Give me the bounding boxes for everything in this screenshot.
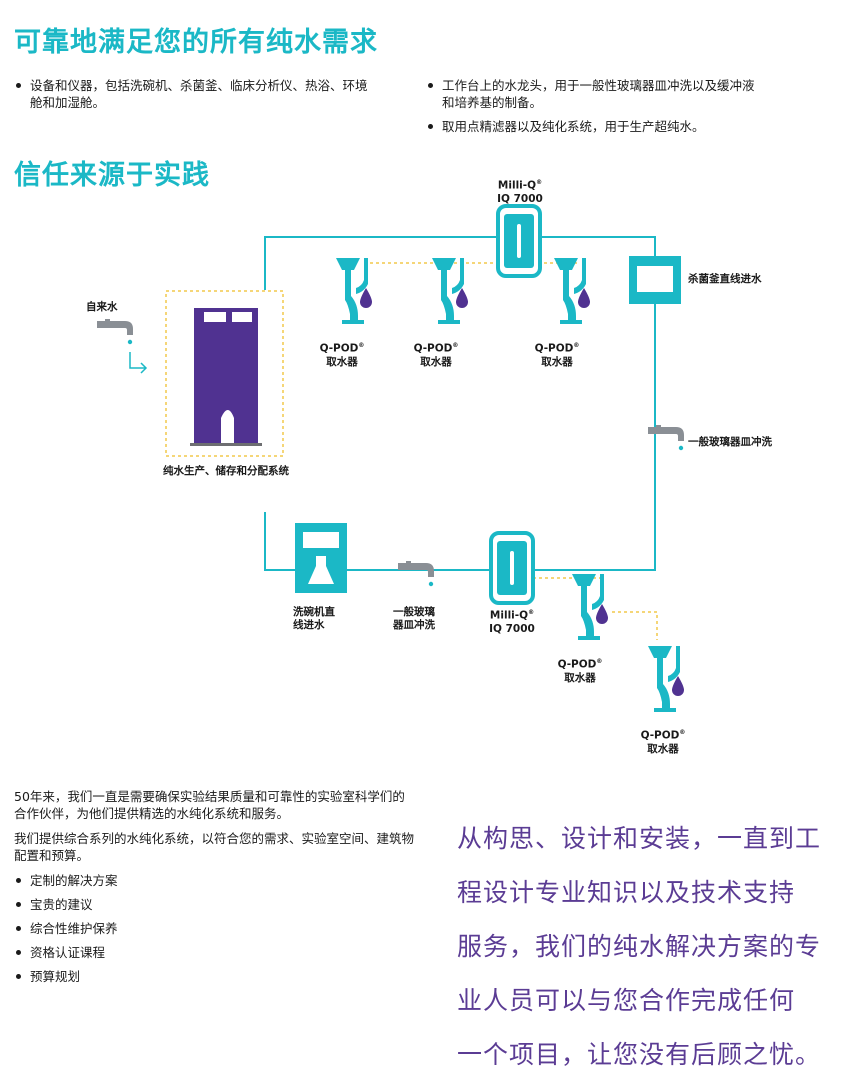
purification-system-icon [190,308,262,446]
milliq-top-label: Milli-Q® IQ 7000 [497,179,543,205]
body-paragraph: 我们提供综合系列的水纯化系统，以符合您的需求、实验室空间、建筑物配置和预算。 [14,831,415,863]
qpod-dispenser-icon [336,258,372,324]
tap-water-faucet-icon [97,319,133,345]
qpod-dispenser-icon [554,258,590,324]
glass-rinse-right-label: 一般玻璃器皿冲洗 [688,436,772,448]
qpod-dispenser-icon [572,574,608,640]
list-item: 定制的解决方案 [14,872,414,889]
water-distribution-diagram [97,204,684,712]
page-title: 可靠地满足您的所有纯水需求 [14,27,378,58]
tap-water-label: 自来水 [86,301,118,313]
dishwasher-label: 洗碗机直 线进水 [293,606,335,631]
autoclave-label: 杀菌釜直线进水 [688,273,762,285]
qpod-label: Q-POD® 取水器 [534,342,580,368]
list-item: 预算规划 [14,968,414,985]
system-box-frame [165,290,284,457]
qpod-label: Q-POD® 取水器 [640,729,686,755]
service-bullets: 定制的解决方案 宝贵的建议 综合性维护保养 资格认证课程 预算规划 [14,872,414,985]
qpod-label: Q-POD® 取水器 [319,342,365,368]
glassware-rinse-faucet-icon [648,425,684,451]
intro-bullets-left: 设备和仪器，包括洗碗机、杀菌釜、临床分析仪、热浴、环境舱和加湿舱。 [14,77,374,118]
milliq-bottom-label: Milli-Q® IQ 7000 [489,609,535,635]
list-item: 资格认证课程 [14,944,414,961]
intro-bullets-right: 工作台上的水龙头，用于一般性玻璃器皿冲洗以及缓冲液和培养基的制备。 取用点精滤器… [426,77,766,142]
section-title: 信任来源于实践 [14,160,210,191]
arrow-right-icon [129,352,145,369]
list-item: 设备和仪器，包括洗碗机、杀菌釜、临床分析仪、热浴、环境舱和加湿舱。 [14,77,374,111]
list-item: 工作台上的水龙头，用于一般性玻璃器皿冲洗以及缓冲液和培养基的制备。 [426,77,766,111]
body-text: 50年来，我们一直是需要确保实验结果质量和可靠性的实验室科学们的合作伙伴，为他们… [14,788,414,992]
system-label: 纯水生产、储存和分配系统 [163,465,289,477]
autoclave-icon [629,256,681,304]
qpod-dispenser-icon [432,258,468,324]
dishwasher-icon [295,523,347,593]
milliq-unit-icon [496,204,542,278]
body-paragraph: 50年来，我们一直是需要确保实验结果质量和可靠性的实验室科学们的合作伙伴，为他们… [14,789,405,821]
pull-quote: 从构思、设计和安装，一直到工 程设计专业知识以及技术支持 服务，我们的纯水解决方… [457,824,822,1069]
qpod-dispenser-icon [648,646,684,712]
qpod-label: Q-POD® 取水器 [413,342,459,368]
list-item: 取用点精滤器以及纯化系统，用于生产超纯水。 [426,118,766,135]
milliq-unit-icon [489,531,535,605]
qpod-label: Q-POD® 取水器 [557,658,603,684]
glassware-rinse-faucet-icon [398,561,434,587]
glass-rinse-bottom-label: 一般玻璃 器皿冲洗 [393,606,435,631]
list-item: 宝贵的建议 [14,896,414,913]
distribution-loop [264,236,656,571]
list-item: 综合性维护保养 [14,920,414,937]
